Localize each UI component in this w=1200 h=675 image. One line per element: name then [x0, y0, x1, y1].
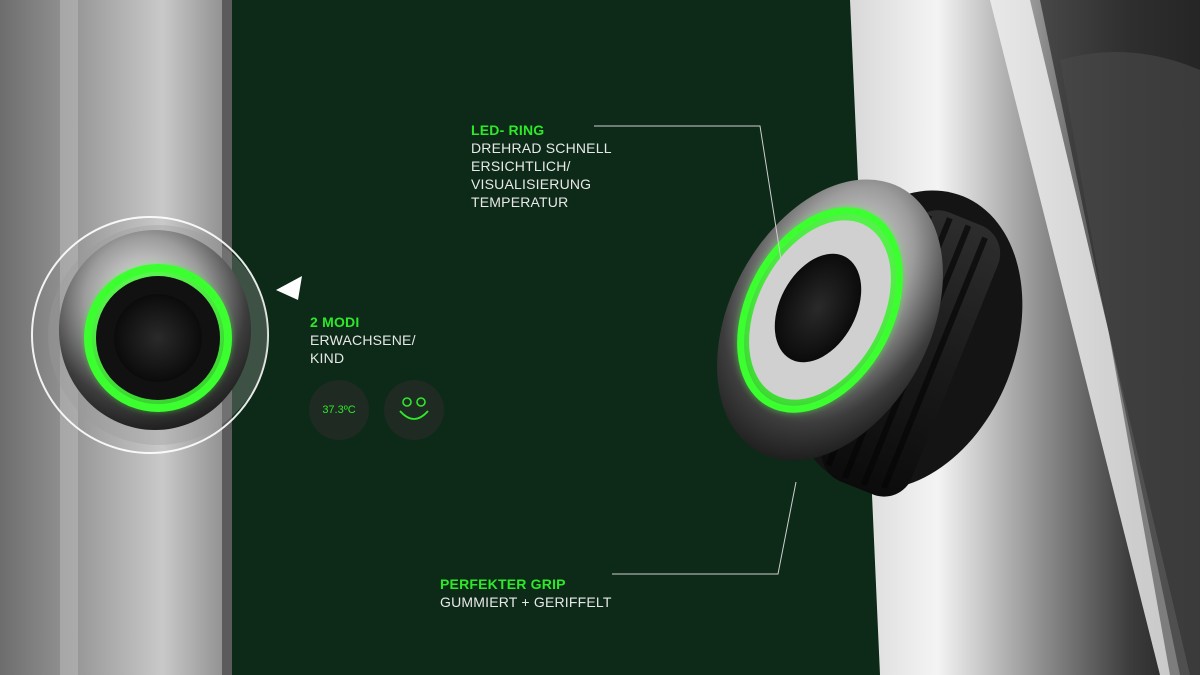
callout-led-heading: LED- RING — [471, 122, 545, 138]
callout-led-ring: LED- RING DREHRAD SCHNELL ERSICHTLICH/ V… — [471, 121, 612, 211]
callout-modes-line: KIND — [310, 350, 345, 366]
callout-grip: PERFEKTER GRIP GUMMIERT + GERIFFELT — [440, 575, 612, 611]
callout-modes: 2 MODI ERWACHSENE/ KIND — [310, 313, 416, 367]
callout-modes-heading: 2 MODI — [310, 314, 360, 330]
temperature-readout: 37.3ºC — [322, 404, 356, 416]
callout-led-line: VISUALISIERUNG — [471, 176, 592, 192]
rotation-arrow-head — [276, 276, 302, 300]
callout-grip-line: GUMMIERT + GERIFFELT — [440, 594, 612, 610]
smiley-face-icon — [399, 397, 429, 420]
callout-led-line: DREHRAD SCHNELL — [471, 140, 612, 156]
rotation-arrow-ring — [31, 216, 269, 454]
left-knob — [31, 216, 302, 454]
callout-led-line: ERSICHTLICH/ — [471, 158, 571, 174]
sensor-mesh-left — [114, 294, 202, 382]
leader-line-led — [594, 125, 784, 273]
callout-modes-line: ERWACHSENE/ — [310, 332, 416, 348]
callout-grip-heading: PERFEKTER GRIP — [440, 576, 566, 592]
adult-mode-pill: 37.3ºC — [309, 380, 369, 440]
right-knob — [717, 179, 1023, 497]
sensor-mesh-right — [774, 253, 862, 363]
leader-line-grip — [612, 481, 797, 575]
child-mode-pill — [384, 380, 444, 440]
led-ring-left — [84, 264, 232, 412]
led-ring-right — [737, 207, 903, 413]
callout-led-line: TEMPERATUR — [471, 194, 569, 210]
